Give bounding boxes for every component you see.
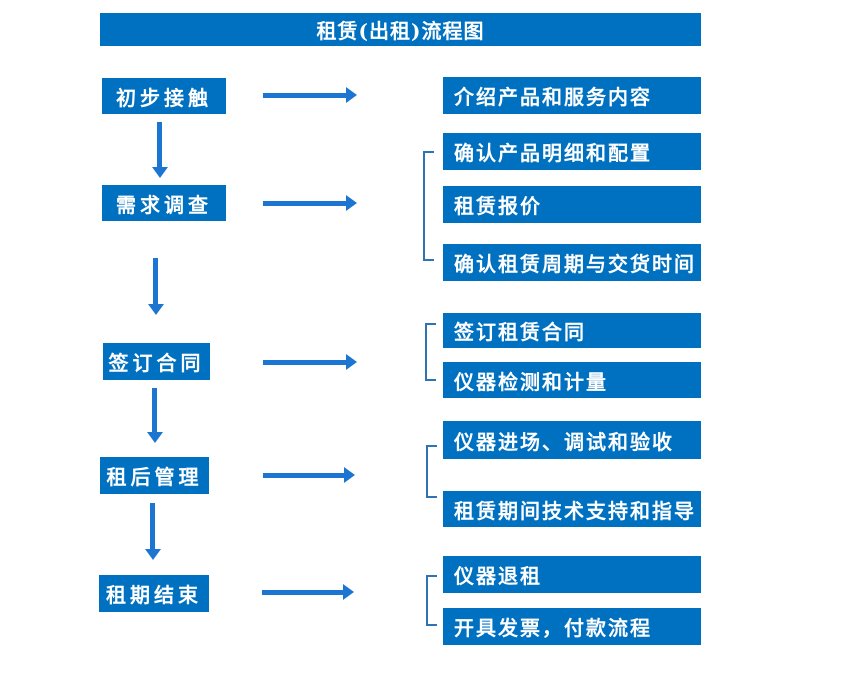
detail-box-confirm-period-delivery: 确认租赁周期与交货时间 (443, 244, 701, 281)
down-arrow-head (152, 167, 168, 178)
down-arrow-shaft (152, 388, 157, 432)
right-arrow-1 (263, 87, 357, 103)
down-arrow-1 (152, 122, 168, 178)
detail-box-technical-support: 租赁期间技术支持和指导 (443, 491, 701, 527)
step-box-demand-survey: 需求调查 (102, 185, 226, 221)
down-arrow-head (145, 549, 161, 560)
right-arrow-shaft (262, 590, 343, 595)
detail-box-instrument-return: 仪器退租 (443, 556, 701, 593)
detail-box-instrument-entry-acceptance: 仪器进场、调试和验收 (443, 421, 701, 459)
detail-box-sign-rental-contract: 签订租赁合同 (443, 313, 701, 348)
right-arrow-shaft (263, 473, 344, 478)
step-box-initial-contact: 初步接触 (102, 78, 226, 114)
group-bracket-post-rental (426, 445, 437, 498)
right-arrow-head (346, 354, 357, 370)
right-arrow-head (344, 467, 355, 483)
right-arrow-head (346, 87, 357, 103)
right-arrow-shaft (263, 93, 346, 98)
down-arrow-head (148, 304, 164, 315)
down-arrow-shaft (150, 503, 155, 549)
right-arrow-shaft (263, 201, 346, 206)
right-arrow-4 (263, 467, 355, 483)
down-arrow-2 (148, 258, 164, 315)
detail-box-invoice-payment: 开具发票，付款流程 (443, 608, 701, 645)
group-bracket-sign-contract (425, 323, 436, 381)
group-bracket-rental-end (426, 575, 437, 626)
right-arrow-3 (263, 354, 357, 370)
step-box-sign-contract: 签订合同 (103, 343, 210, 380)
detail-box-confirm-product-config: 确认产品明细和配置 (443, 133, 701, 170)
down-arrow-shaft (153, 258, 158, 304)
step-box-post-rental-management: 租后管理 (100, 457, 209, 494)
detail-box-instrument-testing-metering: 仪器检测和计量 (443, 362, 701, 398)
down-arrow-head (147, 432, 163, 443)
detail-box-rental-quote: 租赁报价 (443, 186, 701, 223)
flowchart-title: 租赁(出租)流程图 (100, 13, 701, 46)
down-arrow-3 (147, 388, 163, 443)
group-bracket-demand-survey (423, 151, 434, 261)
right-arrow-5 (262, 584, 354, 600)
down-arrow-4 (145, 503, 161, 560)
right-arrow-2 (263, 195, 357, 211)
down-arrow-shaft (157, 122, 162, 167)
right-arrow-head (343, 584, 354, 600)
right-arrow-head (346, 195, 357, 211)
right-arrow-shaft (263, 360, 346, 365)
detail-box-intro-products-services: 介绍产品和服务内容 (443, 77, 701, 114)
step-box-rental-period-end: 租期结束 (99, 575, 209, 612)
